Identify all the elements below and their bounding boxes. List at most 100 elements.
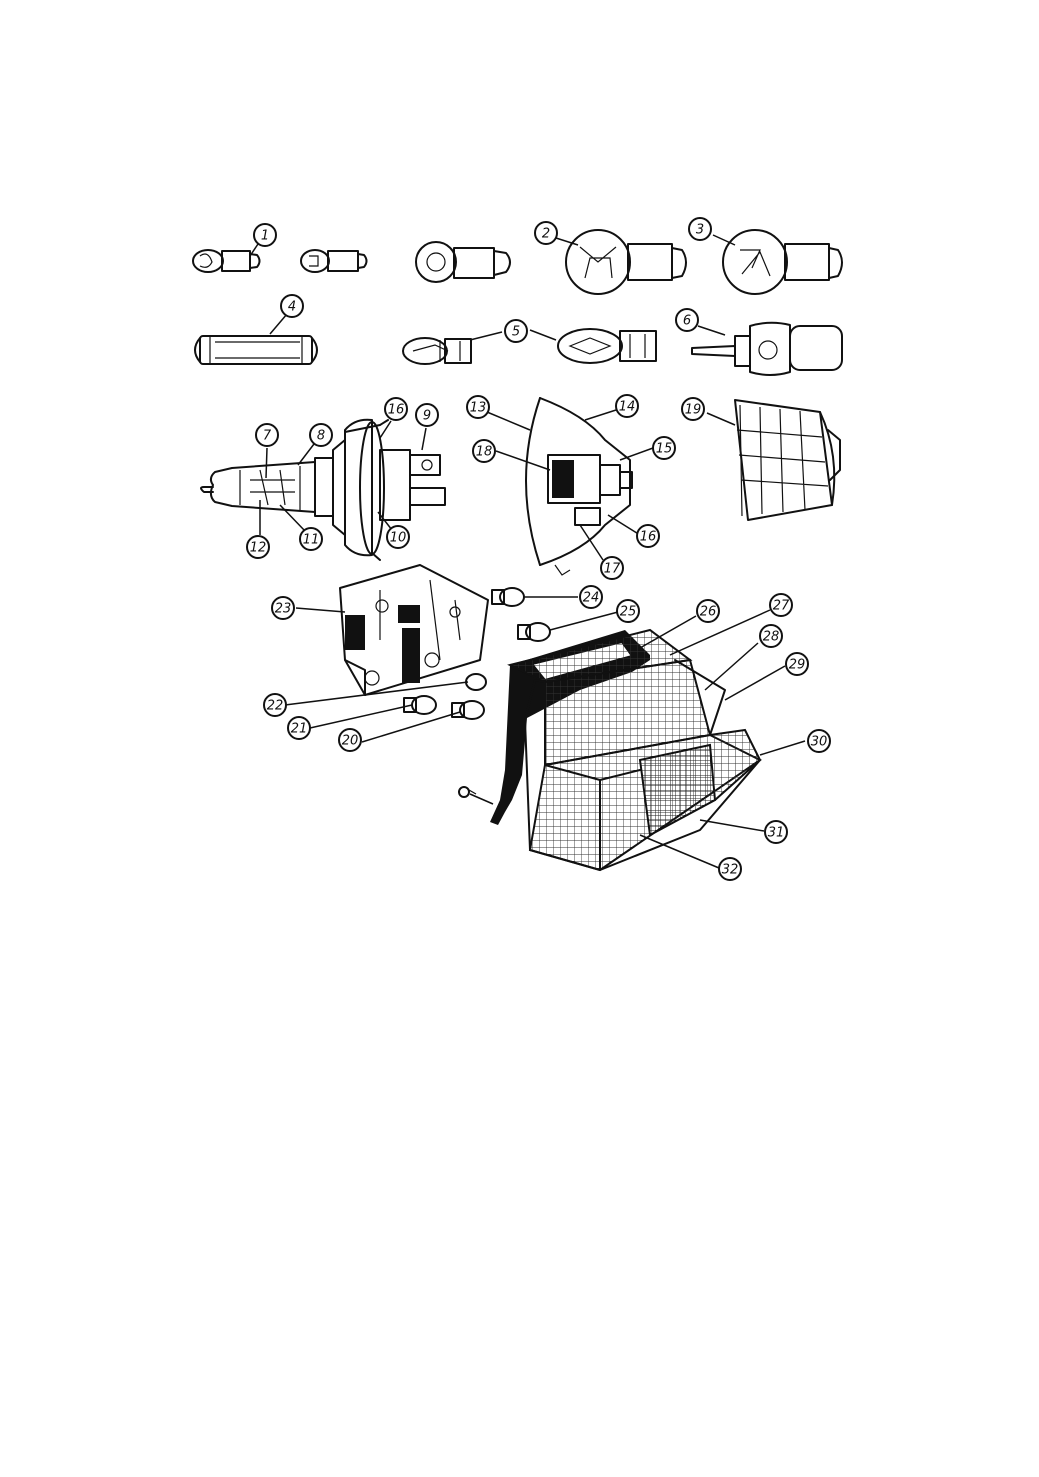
callout-circle [718, 857, 742, 881]
callout-c2: 2 [534, 221, 558, 245]
callout-number: 18 [476, 445, 493, 460]
callout-circle [309, 423, 333, 447]
callout-number: 20 [342, 734, 359, 749]
callout-c24: 24 [579, 585, 603, 609]
callout-circle [675, 308, 699, 332]
callout-number: 19 [685, 403, 702, 418]
callout-c16a: 16 [384, 397, 408, 421]
callout-number: 3 [696, 223, 704, 238]
callout-c3: 3 [688, 217, 712, 241]
callout-circle [415, 403, 439, 427]
callout-c16b: 16 [636, 524, 660, 548]
callout-circle [615, 394, 639, 418]
bulb-round-small [415, 241, 511, 283]
callout-circle [384, 397, 408, 421]
callout-number: 32 [722, 863, 739, 878]
callout-c10: 10 [386, 525, 410, 549]
callout-number: 22 [267, 699, 284, 714]
bulb-wedge-large [557, 328, 657, 364]
rectangular-headlamp [734, 399, 841, 521]
callout-circle [271, 596, 295, 620]
h4-halogen-bulb [200, 418, 446, 561]
callout-number: 26 [700, 605, 717, 620]
callout-circle [263, 693, 287, 717]
callout-number: 13 [470, 401, 487, 416]
bulb-2 [565, 229, 687, 295]
callout-c17: 17 [600, 556, 624, 580]
callout-number: 17 [604, 562, 621, 577]
callout-number: 16 [388, 403, 405, 418]
callout-circle [807, 729, 831, 753]
callout-c20: 20 [338, 728, 362, 752]
callout-c1: 1 [253, 223, 277, 247]
callout-circle [338, 728, 362, 752]
callout-circle [299, 527, 323, 551]
callout-c8: 8 [309, 423, 333, 447]
screw [458, 786, 477, 798]
callout-c11: 11 [299, 527, 323, 551]
callout-circle [759, 624, 783, 648]
small-bulb-20 [451, 700, 485, 720]
callout-number: 28 [763, 630, 780, 645]
callout-c4: 4 [280, 294, 304, 318]
callout-c29: 29 [785, 652, 809, 676]
callout-circle [255, 423, 279, 447]
callout-circle [600, 556, 624, 580]
callout-c14: 14 [615, 394, 639, 418]
small-bulb-22 [465, 673, 487, 691]
callout-c18: 18 [472, 439, 496, 463]
callout-c21: 21 [287, 716, 311, 740]
callout-circle [472, 439, 496, 463]
callout-number: 10 [390, 531, 407, 546]
callout-c25: 25 [616, 599, 640, 623]
callout-circle [287, 716, 311, 740]
callout-circle [652, 436, 676, 460]
callout-c22: 22 [263, 693, 287, 717]
callout-number: 12 [250, 541, 267, 556]
bulb-6-halogen [691, 321, 843, 376]
bulb-1 [192, 249, 261, 273]
callout-c5: 5 [504, 319, 528, 343]
callout-c19: 19 [681, 397, 705, 421]
bulb-festoon-small [300, 249, 368, 273]
callout-c9: 9 [415, 403, 439, 427]
callout-number: 29 [789, 658, 806, 673]
callout-c31: 31 [764, 820, 788, 844]
callout-c6: 6 [675, 308, 699, 332]
callout-c7: 7 [255, 423, 279, 447]
callout-number: 9 [423, 409, 431, 424]
callout-number: 14 [619, 400, 636, 415]
callout-circle [246, 535, 270, 559]
callout-circle [579, 585, 603, 609]
callout-number: 11 [303, 533, 320, 548]
callout-circle [636, 524, 660, 548]
bulb-4-festoon [194, 335, 318, 365]
callout-number: 6 [683, 314, 691, 329]
callout-circle [764, 820, 788, 844]
callout-number: 2 [542, 227, 550, 242]
callout-circle [688, 217, 712, 241]
callout-circle [386, 525, 410, 549]
callout-number: 30 [811, 735, 828, 750]
callout-circle [696, 599, 720, 623]
callout-number: 27 [773, 599, 790, 614]
small-bulb-25 [517, 622, 551, 642]
callout-circle [616, 599, 640, 623]
callout-c13: 13 [466, 395, 490, 419]
small-bulb-24 [491, 587, 525, 607]
callout-number: 24 [583, 591, 600, 606]
callout-c12: 12 [246, 535, 270, 559]
callout-number: 15 [656, 442, 673, 457]
callout-c15: 15 [652, 436, 676, 460]
callout-c32: 32 [718, 857, 742, 881]
callout-c30: 30 [807, 729, 831, 753]
callout-number: 5 [512, 325, 520, 340]
callout-circle [681, 397, 705, 421]
callout-circle [466, 395, 490, 419]
callout-number: 7 [263, 429, 272, 444]
callout-circle [253, 223, 277, 247]
callout-circle [769, 593, 793, 617]
bulb-holder-plate [339, 564, 489, 696]
